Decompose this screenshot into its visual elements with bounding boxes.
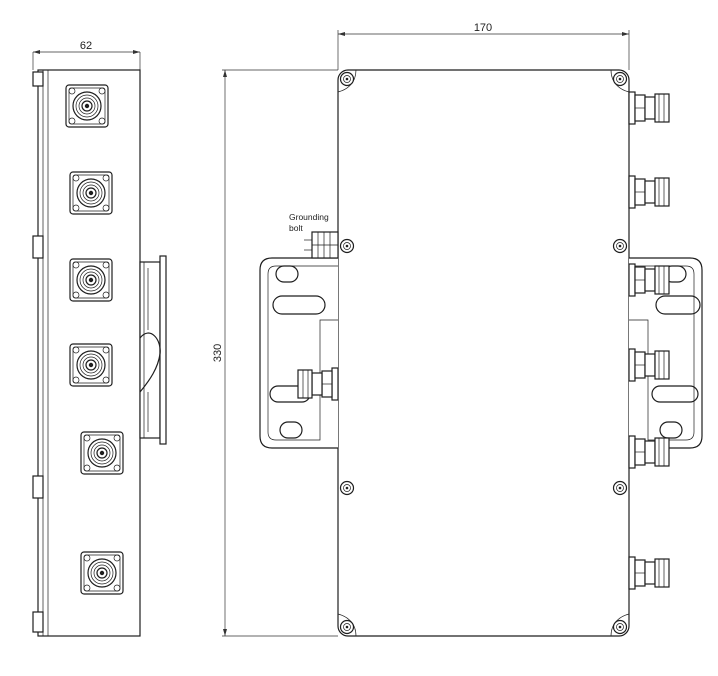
grounding-label-line2: bolt — [289, 223, 303, 233]
front-left-connector — [297, 367, 339, 401]
side-mounting-bracket — [139, 255, 167, 445]
side-connector-3 — [69, 258, 113, 302]
corner-screw-icon — [612, 71, 628, 87]
side-connector-4 — [69, 343, 113, 387]
edge-screw-icon — [612, 480, 628, 496]
left-mounting-bracket — [259, 257, 338, 449]
front-right-connector-4 — [628, 348, 670, 382]
edge-screw-icon — [339, 238, 355, 254]
front-width-label: 170 — [474, 22, 492, 34]
front-right-connector-5 — [628, 435, 670, 469]
edge-screw-icon — [612, 238, 628, 254]
corner-screw-icon — [339, 71, 355, 87]
front-view: 170 330 — [212, 22, 703, 637]
corner-screw-icon — [612, 619, 628, 635]
side-connector-6 — [80, 551, 124, 595]
side-view: 62 — [32, 40, 167, 637]
side-connector-2 — [69, 171, 113, 215]
grounding-bolt — [304, 231, 339, 259]
front-right-connector-6 — [628, 556, 670, 590]
edge-screw-icon — [339, 480, 355, 496]
front-housing — [337, 69, 630, 637]
front-right-connector-1 — [628, 91, 670, 125]
corner-screw-icon — [339, 619, 355, 635]
height-label: 330 — [212, 344, 224, 362]
front-right-connector-3 — [628, 263, 670, 297]
grounding-label-line1: Grounding — [289, 212, 329, 222]
front-right-connector-2 — [628, 175, 670, 209]
side-connector-5 — [80, 431, 124, 475]
side-width-label: 62 — [80, 40, 92, 52]
side-connector-1 — [65, 84, 109, 128]
